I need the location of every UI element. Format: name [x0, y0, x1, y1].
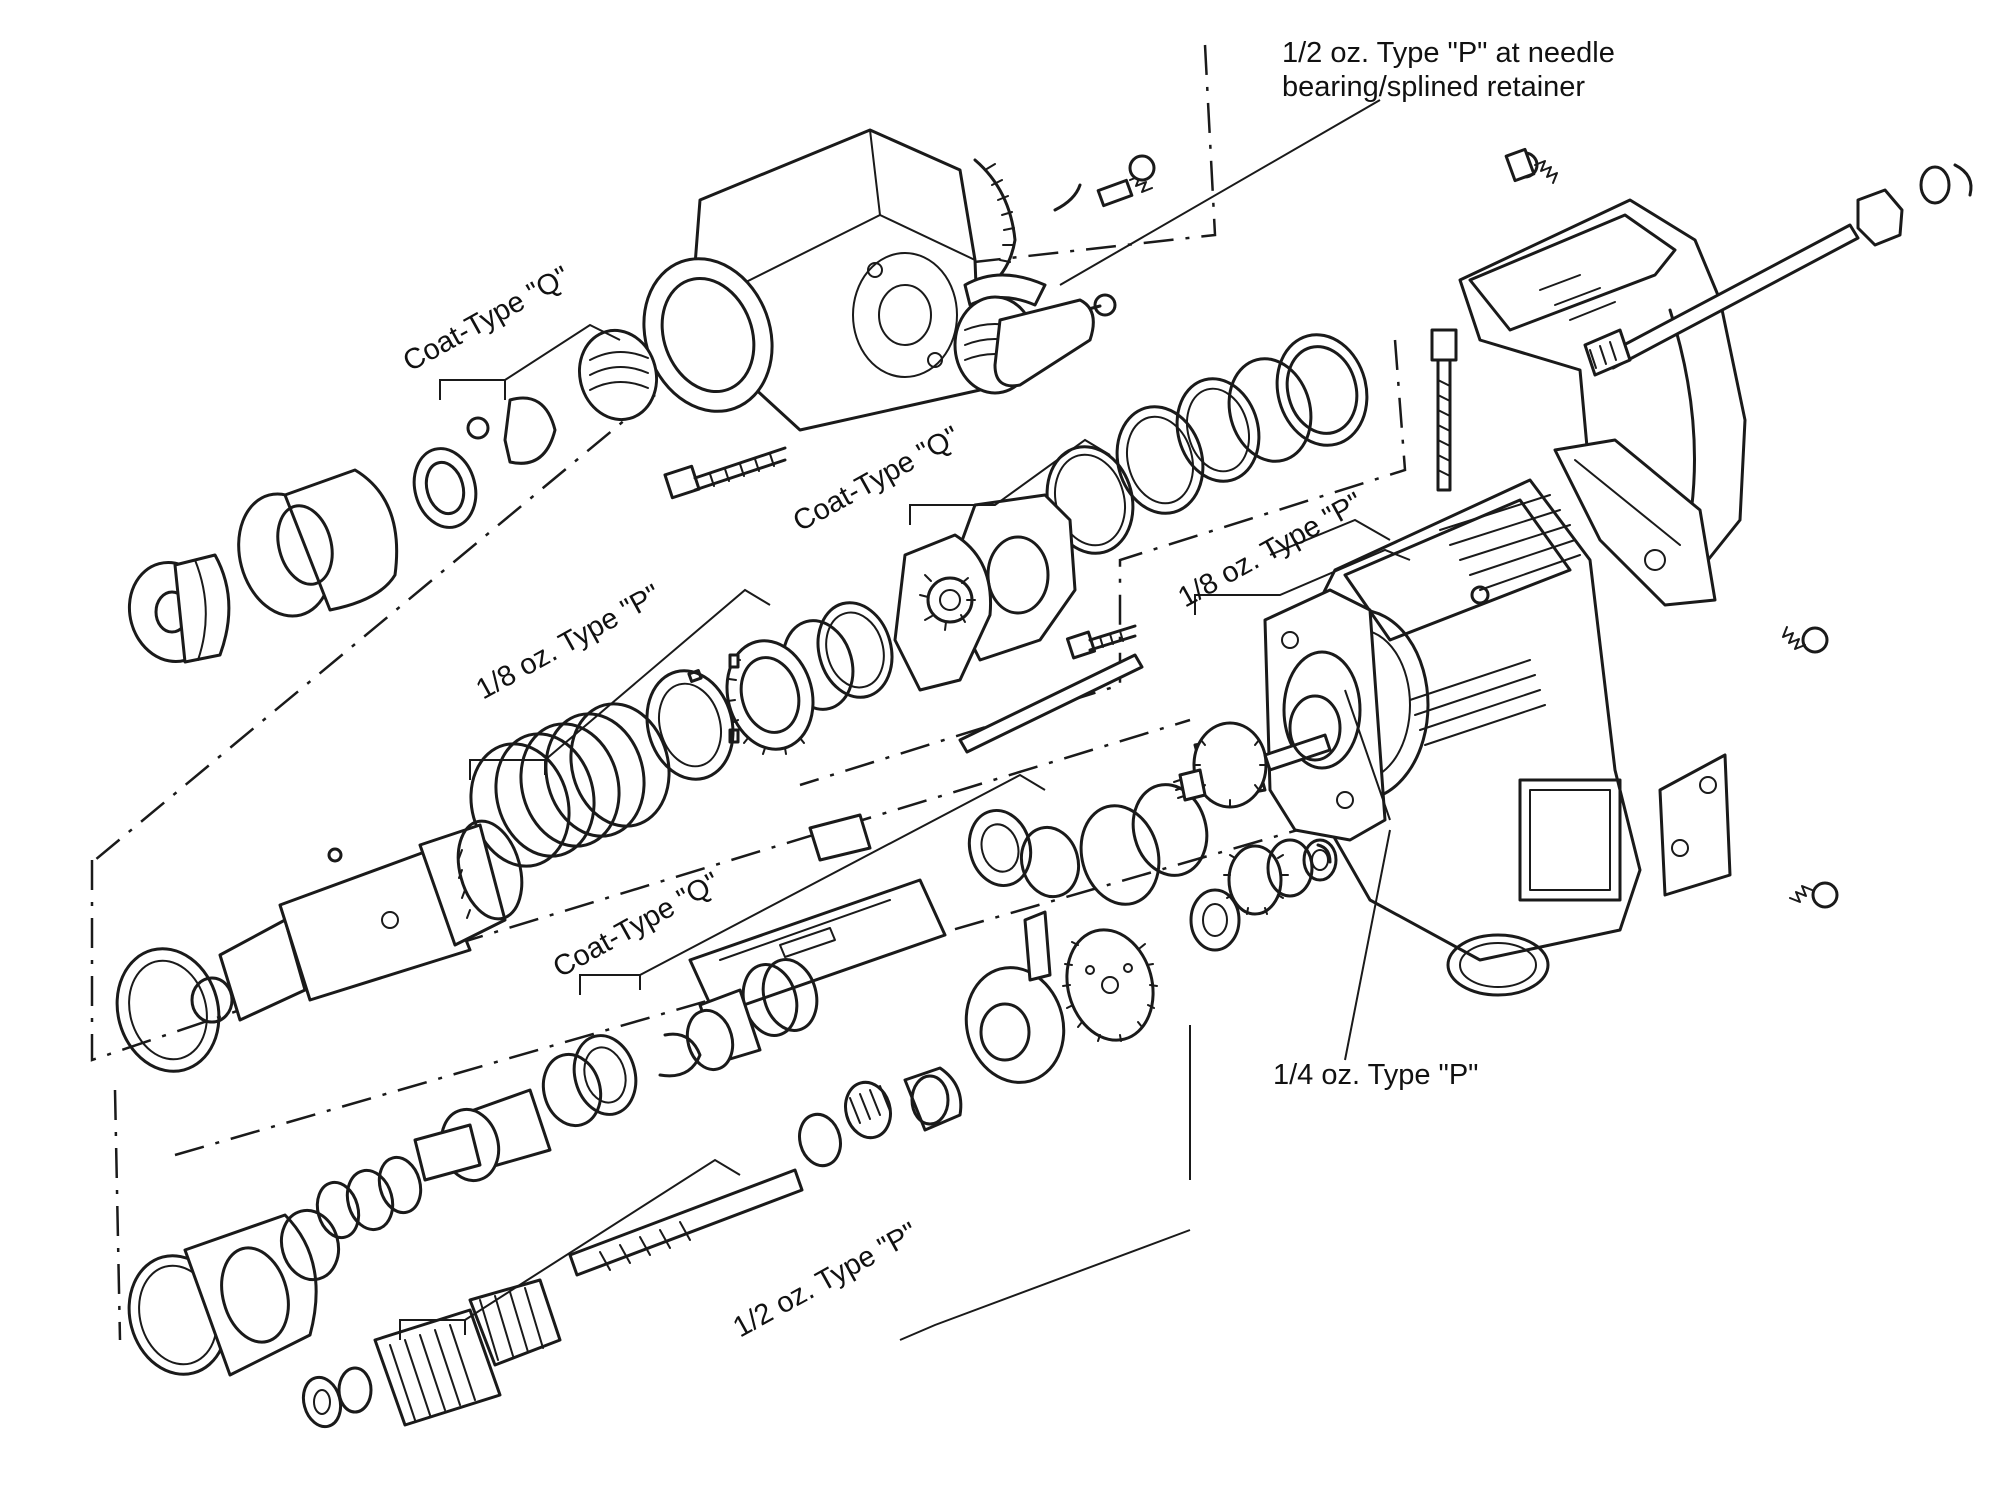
- housing-hardware: [973, 154, 1156, 317]
- callout-leaders: [399, 99, 1411, 1341]
- motor-housing: [1263, 328, 1642, 997]
- housing-screw: [663, 446, 787, 500]
- gear-housing: [642, 128, 982, 432]
- spindle: [115, 819, 524, 1073]
- label-eighth-p-left: 1/8 oz. Type "P": [471, 579, 666, 707]
- label-coat-q-middle: Coat-Type "Q": [788, 420, 965, 538]
- label-quarter-p: 1/4 oz. Type "P": [1273, 1059, 1478, 1091]
- mode-selector-assembly: [953, 273, 1095, 395]
- label-half-p-bottom: 1/2 oz. Type "P": [728, 1217, 923, 1345]
- clutch-bearing-row: [469, 333, 1369, 868]
- armature-pinion: [1173, 694, 1342, 952]
- label-needle-bearing-line2: bearing/splined retainer: [1282, 71, 1585, 103]
- assembly-axis-lines: [90, 44, 1407, 1341]
- label-coat-q-top: Coat-Type "Q": [398, 260, 575, 378]
- cover-plate: [1658, 753, 1839, 909]
- chuck-assembly: [127, 328, 659, 664]
- rear-handle: [1458, 147, 1973, 654]
- label-needle-bearing-line1: 1/2 oz. Type "P" at needle: [1282, 37, 1615, 69]
- hammer-mechanism: [127, 783, 1209, 1377]
